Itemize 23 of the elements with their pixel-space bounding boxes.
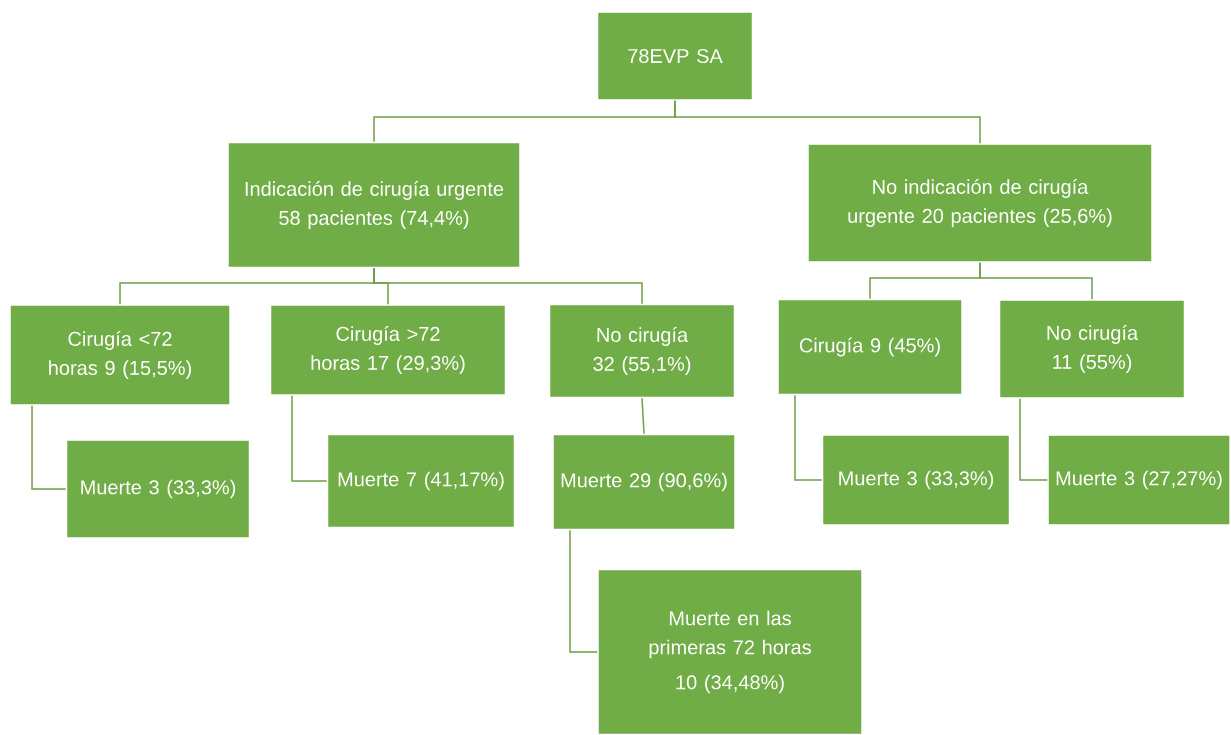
connector-line [1019, 398, 1048, 481]
process-box: Muerte 3 (33,3%) [821, 434, 1011, 526]
process-box: Muerte 7 (41,17%) [326, 433, 516, 529]
connector-line [569, 529, 598, 653]
connector-line [979, 262, 1093, 300]
process-box: Muerte 29 (90,6%) [552, 433, 736, 531]
process-box: Cirugía 9 (45%) [777, 298, 963, 396]
process-box: No cirugía 11 (55%) [998, 299, 1186, 399]
process-box: 78EVP SA [596, 11, 754, 101]
process-box: Cirugía >72 horas 17 (29,3%) [269, 304, 507, 396]
process-box: Muerte 3 (33,3%) [65, 439, 251, 539]
process-box: Cirugía <72 horas 9 (15,5%) [9, 304, 231, 406]
process-box: Muerte 3 (27,27%) [1047, 434, 1231, 526]
connector-line [674, 100, 981, 144]
connector-line [794, 394, 823, 481]
process-box: No indicación de cirugía urgente 20 pacientes (25,6%) [807, 143, 1153, 263]
connector-line [373, 267, 643, 305]
process-box: Muerte en las primeras 72 horas 10 (34,48%) [597, 568, 863, 735]
connector-line [641, 397, 645, 435]
connector-line [31, 405, 67, 490]
process-box: Indicación de cirugía urgente 58 pacientes (74,4%) [227, 141, 521, 269]
process-box: No cirugía 32 (55,1%) [548, 303, 736, 399]
connector-line [291, 395, 328, 482]
